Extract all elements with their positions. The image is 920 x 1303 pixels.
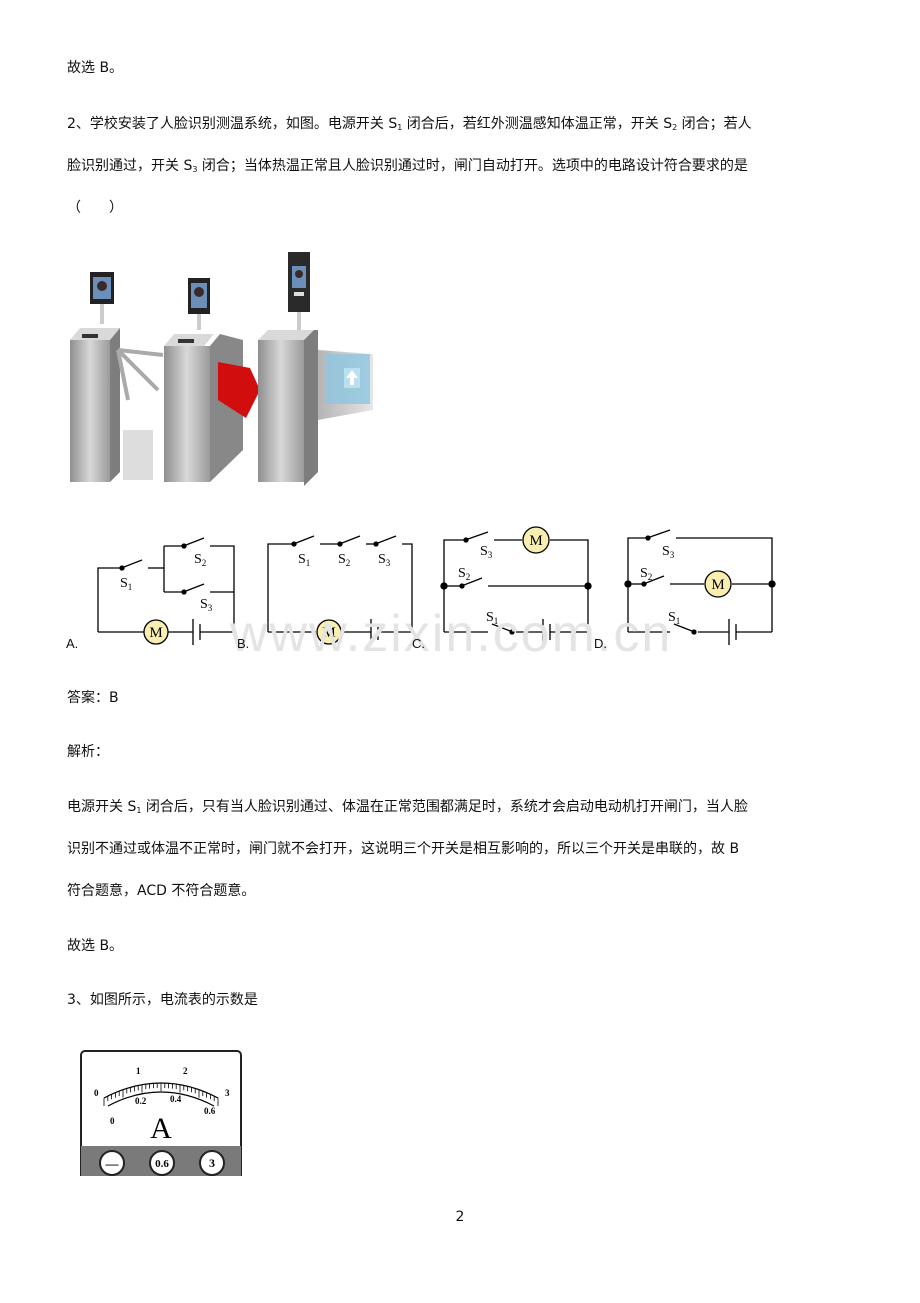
- svg-text:S1: S1: [298, 552, 310, 568]
- q3-stem: 3、如图所示，电流表的示数是: [67, 992, 258, 1008]
- upper-scale: 0 1 2 3: [94, 1066, 230, 1098]
- analysis-line2: 识别不通过或体温不正常时，闸门就不会打开，这说明三个开关是相互影响的，所以三个开…: [67, 841, 740, 857]
- flap-turnstile: [164, 278, 260, 482]
- analysis-line1: 电源开关 S1 闭合后，只有当人脸识别通过、体温在正常范围都满足时，系统才会启动…: [67, 797, 748, 821]
- option-c-label[interactable]: C.: [412, 636, 425, 651]
- svg-text:0.6: 0.6: [155, 1158, 169, 1170]
- q2-blank: （ ）: [67, 200, 123, 216]
- svg-text:S1: S1: [486, 610, 498, 626]
- motor-c: M: [522, 526, 550, 554]
- q2-text: 闭合；当体热温正常且人脸识别通过时，闸门自动打开。选项中的电路设计符合要求的是: [197, 158, 748, 174]
- svg-text:3: 3: [209, 1156, 215, 1170]
- svg-text:3: 3: [225, 1088, 230, 1098]
- svg-text:0.6: 0.6: [204, 1106, 216, 1116]
- swing-gate: [258, 252, 373, 486]
- circuit-b: [267, 535, 413, 645]
- q2-text: 闭合后，若红外测温感知体温正常，开关 S: [402, 116, 673, 132]
- svg-text:S3: S3: [200, 597, 213, 613]
- svg-text:S2: S2: [458, 566, 470, 582]
- svg-text:0.2: 0.2: [135, 1096, 147, 1106]
- labels-b: S1 S2 S3: [298, 552, 391, 568]
- red-flap: [218, 362, 260, 418]
- q2-stem-line2: 脸识别通过，开关 S3 闭合；当体热温正常且人脸识别通过时，闸门自动打开。选项中…: [67, 156, 748, 180]
- answer: 答案：B: [67, 690, 119, 706]
- option-a-label[interactable]: A.: [66, 636, 79, 651]
- analysis-line3: 符合题意，ACD 不符合题意。: [67, 883, 256, 899]
- svg-text:S3: S3: [378, 552, 391, 568]
- q2-text: 闭合；若人: [677, 116, 752, 132]
- labels-a: S1 S2 S3: [120, 552, 213, 613]
- svg-text:0: 0: [110, 1116, 115, 1126]
- prev-conclusion: 故选 B。: [67, 60, 124, 76]
- analysis-text: 闭合后，只有当人脸识别通过、体温在正常范围都满足时，系统才会启动电动机打开闸门，…: [141, 799, 748, 815]
- svg-text:S1: S1: [668, 610, 680, 626]
- svg-text:S3: S3: [480, 544, 493, 560]
- labels-d: S3 S2 S1: [640, 544, 680, 626]
- motor-b: M: [316, 619, 342, 645]
- labels-c: S3 S2 S1: [458, 544, 498, 626]
- svg-text:S1: S1: [120, 576, 132, 592]
- option-b-label[interactable]: B.: [237, 636, 250, 651]
- svg-text:S2: S2: [338, 552, 350, 568]
- subscript: 1: [397, 123, 403, 132]
- subscript: 3: [192, 165, 198, 174]
- q2-stem-line1: 2、学校安装了人脸识别测温系统，如图。电源开关 S1 闭合后，若红外测温感知体温…: [67, 114, 752, 138]
- tripod-turnstile: [70, 272, 164, 482]
- option-d-label[interactable]: D.: [594, 636, 607, 651]
- svg-text:M: M: [322, 625, 335, 641]
- subscript: 1: [136, 806, 142, 815]
- svg-text:0.4: 0.4: [170, 1094, 182, 1104]
- svg-text:S3: S3: [662, 544, 675, 560]
- svg-text:M: M: [529, 533, 542, 549]
- svg-text:S2: S2: [640, 566, 652, 582]
- circuit-c: [440, 531, 592, 645]
- terminal-negative[interactable]: —: [99, 1150, 125, 1176]
- svg-text:M: M: [149, 625, 162, 641]
- svg-text:2: 2: [183, 1066, 188, 1076]
- ammeter-figure: 0 1 2 3 0 0.2 0.4 0.6 A — 0.6 3: [80, 1050, 242, 1176]
- motor-d: M: [704, 570, 732, 598]
- subscript: 2: [672, 123, 678, 132]
- unit-label: A: [150, 1112, 172, 1145]
- terminal-3[interactable]: 3: [199, 1150, 225, 1176]
- svg-text:1: 1: [136, 1066, 141, 1076]
- lower-scale: 0 0.2 0.4 0.6: [110, 1094, 216, 1126]
- circuit-options: M M M M S1 S2 S3 S1 S2 S3 S3 S2 S1 S3 S2…: [97, 526, 776, 645]
- q2-text: 脸识别通过，开关 S: [67, 158, 193, 174]
- analysis-text: 电源开关 S: [67, 799, 137, 815]
- circuit-d: [624, 529, 776, 645]
- q2-text: 2、学校安装了人脸识别测温系统，如图。电源开关 S: [67, 116, 398, 132]
- circuit-a: [97, 537, 235, 645]
- motor-a: M: [143, 619, 169, 645]
- analysis-title: 解析：: [67, 744, 109, 760]
- svg-text:S2: S2: [194, 552, 206, 568]
- conclusion: 故选 B。: [67, 938, 124, 954]
- svg-text:0: 0: [94, 1088, 99, 1098]
- turnstile-illustration: [70, 252, 373, 486]
- svg-text:—: —: [105, 1156, 120, 1171]
- page-number: 2: [455, 1209, 465, 1225]
- svg-text:M: M: [711, 577, 724, 593]
- terminal-0.6[interactable]: 0.6: [149, 1150, 175, 1176]
